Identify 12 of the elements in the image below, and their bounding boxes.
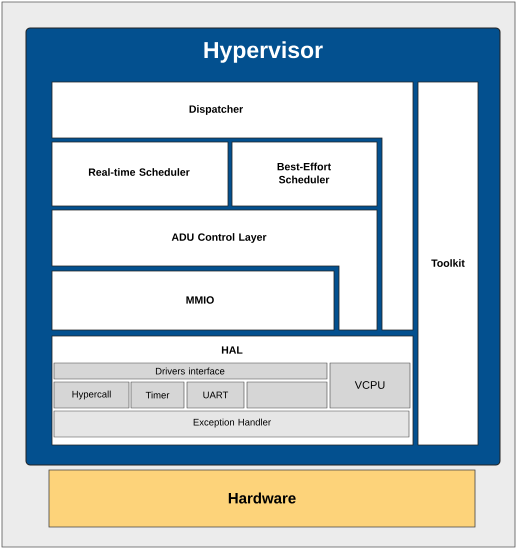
layer-box: MMIO	[52, 270, 334, 330]
layer-box: Toolkit	[418, 82, 478, 446]
module-box: VCPU	[330, 362, 410, 408]
module-box: Exception Handler	[54, 410, 410, 438]
layer-box: Hardware	[48, 470, 476, 528]
module-box: Drivers interface	[54, 362, 328, 380]
module-box: UART	[186, 382, 244, 408]
module-box: Hypercall	[54, 382, 130, 408]
module-box: Timer	[130, 382, 184, 408]
layer-box: Real-time Scheduler	[52, 142, 228, 206]
layer-box: Best-Effort Scheduler	[232, 142, 378, 206]
module-box	[246, 382, 328, 408]
